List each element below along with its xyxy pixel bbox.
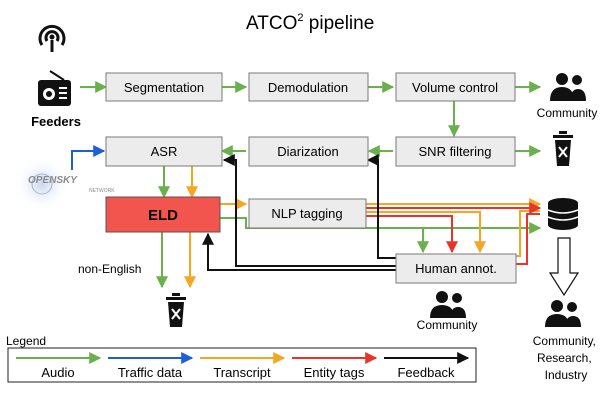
legend-box	[7, 347, 477, 383]
human-annotation-label: Human annot.	[415, 261, 497, 276]
legend-title: Legend	[6, 334, 46, 348]
output-arrow	[548, 237, 580, 297]
legend-label-entity-tags: Entity tags	[304, 365, 365, 380]
legend-label-transcript: Transcript	[213, 365, 271, 380]
feedback-flows	[202, 154, 396, 271]
snr-filtering-box[interactable]: SNR filtering	[395, 136, 516, 167]
legend-label-audio: Audio	[41, 365, 74, 380]
community-bottom-icon	[430, 291, 466, 318]
trash-icon	[553, 131, 573, 166]
eld-box[interactable]: ELD	[105, 196, 221, 233]
snr-filtering-label: SNR filtering	[419, 144, 492, 159]
radio-tower-icon	[38, 24, 66, 52]
segmentation-label: Segmentation	[124, 80, 204, 95]
community-top-label: Community	[537, 106, 598, 120]
opensky-logo: OPENSKY NETWORK	[14, 156, 115, 212]
svg-text:NETWORK: NETWORK	[89, 188, 115, 194]
diagram-title: ATCO2 pipeline	[246, 12, 374, 34]
legend-label-traffic-data: Traffic data	[118, 365, 183, 380]
transcript-flows	[184, 166, 542, 289]
traffic-flows	[71, 145, 106, 170]
non-english-label: non-English	[78, 262, 141, 276]
volume-control-box[interactable]: Volume control	[395, 72, 516, 102]
volume-control-label: Volume control	[412, 80, 498, 95]
community-bottom-label: Community	[417, 318, 478, 332]
diarization-box[interactable]: Diarization	[248, 136, 369, 167]
legend-label-feedback: Feedback	[397, 365, 455, 380]
svg-text:OPENSKY: OPENSKY	[28, 175, 78, 186]
nlp-tagging-box[interactable]: NLP tagging	[248, 198, 367, 229]
radio-icon	[38, 70, 71, 106]
legend-items: Audio Traffic data Transcript Entity tags Fe…	[16, 352, 470, 380]
eld-label: ELD	[148, 207, 178, 224]
asr-label: ASR	[151, 144, 178, 159]
asr-box[interactable]: ASR	[105, 136, 223, 167]
diarization-label: Diarization	[277, 144, 338, 159]
entity-flows	[366, 202, 542, 265]
users-icon	[550, 73, 586, 101]
consumers-label: Community, Research, Industry	[533, 334, 599, 382]
demodulation-box[interactable]: Demodulation	[248, 72, 369, 102]
human-annotation-box[interactable]: Human annot.	[395, 253, 517, 284]
consumers-icon	[545, 300, 581, 327]
demodulation-label: Demodulation	[268, 80, 348, 95]
nlp-tagging-label: NLP tagging	[271, 206, 342, 221]
feeders-label: Feeders	[31, 114, 81, 129]
discard-trash-icon	[166, 293, 186, 327]
database-icon	[547, 198, 579, 230]
segmentation-box[interactable]: Segmentation	[105, 72, 223, 102]
